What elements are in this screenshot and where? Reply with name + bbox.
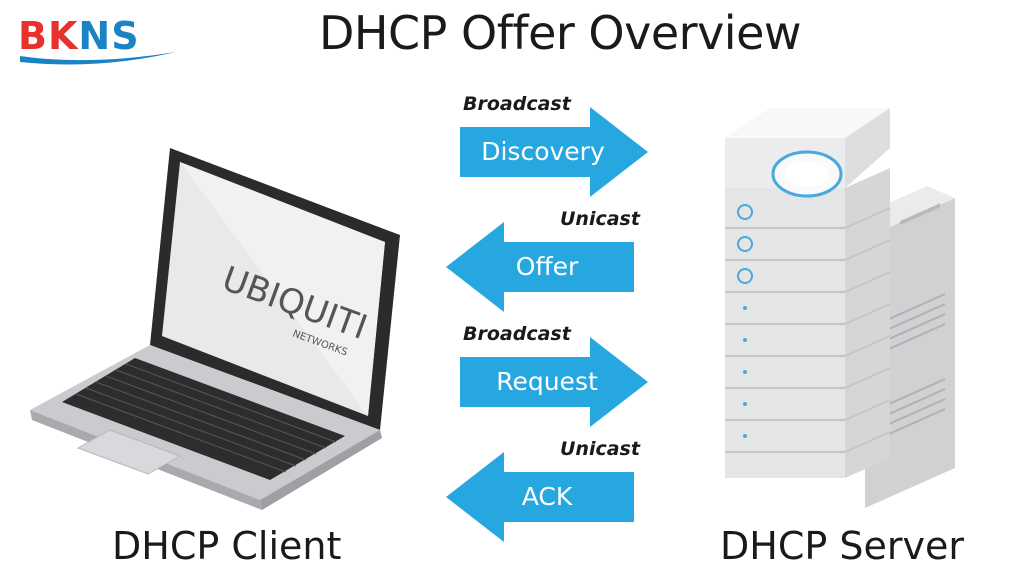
client-caption: DHCP Client xyxy=(112,524,342,568)
step-mode-label-4: Unicast xyxy=(560,438,640,460)
arrow-right-icon xyxy=(460,107,648,197)
logo-text: BKNS xyxy=(18,14,140,58)
laptop-illustration: UBIQUITI NETWORKS xyxy=(30,148,400,510)
server-caption: DHCP Server xyxy=(720,524,964,568)
page-title: DHCP Offer Overview xyxy=(319,6,802,60)
logo-text-ns: NS xyxy=(78,14,140,58)
step-mode-label-2: Unicast xyxy=(560,208,640,230)
ack-arrow: ACK xyxy=(444,452,634,542)
step-mode-label-3: Broadcast xyxy=(463,323,571,345)
logo-text-bk: BK xyxy=(18,14,79,58)
ack-label: ACK xyxy=(521,482,573,511)
discovery-label: Discovery xyxy=(481,137,605,166)
arrow-left-icon xyxy=(446,222,634,312)
logo-swoosh xyxy=(20,52,176,65)
arrow-left-icon xyxy=(446,452,634,542)
discovery-arrow: Discovery xyxy=(460,107,650,197)
bkns-logo: BKNS xyxy=(18,14,178,70)
offer-label: Offer xyxy=(515,252,579,281)
offer-arrow: Offer xyxy=(444,222,634,312)
request-label: Request xyxy=(496,367,598,396)
arrow-right-icon xyxy=(460,337,648,427)
step-mode-label-1: Broadcast xyxy=(463,93,571,115)
server-illustration xyxy=(725,108,955,508)
request-arrow: Request xyxy=(460,337,650,427)
